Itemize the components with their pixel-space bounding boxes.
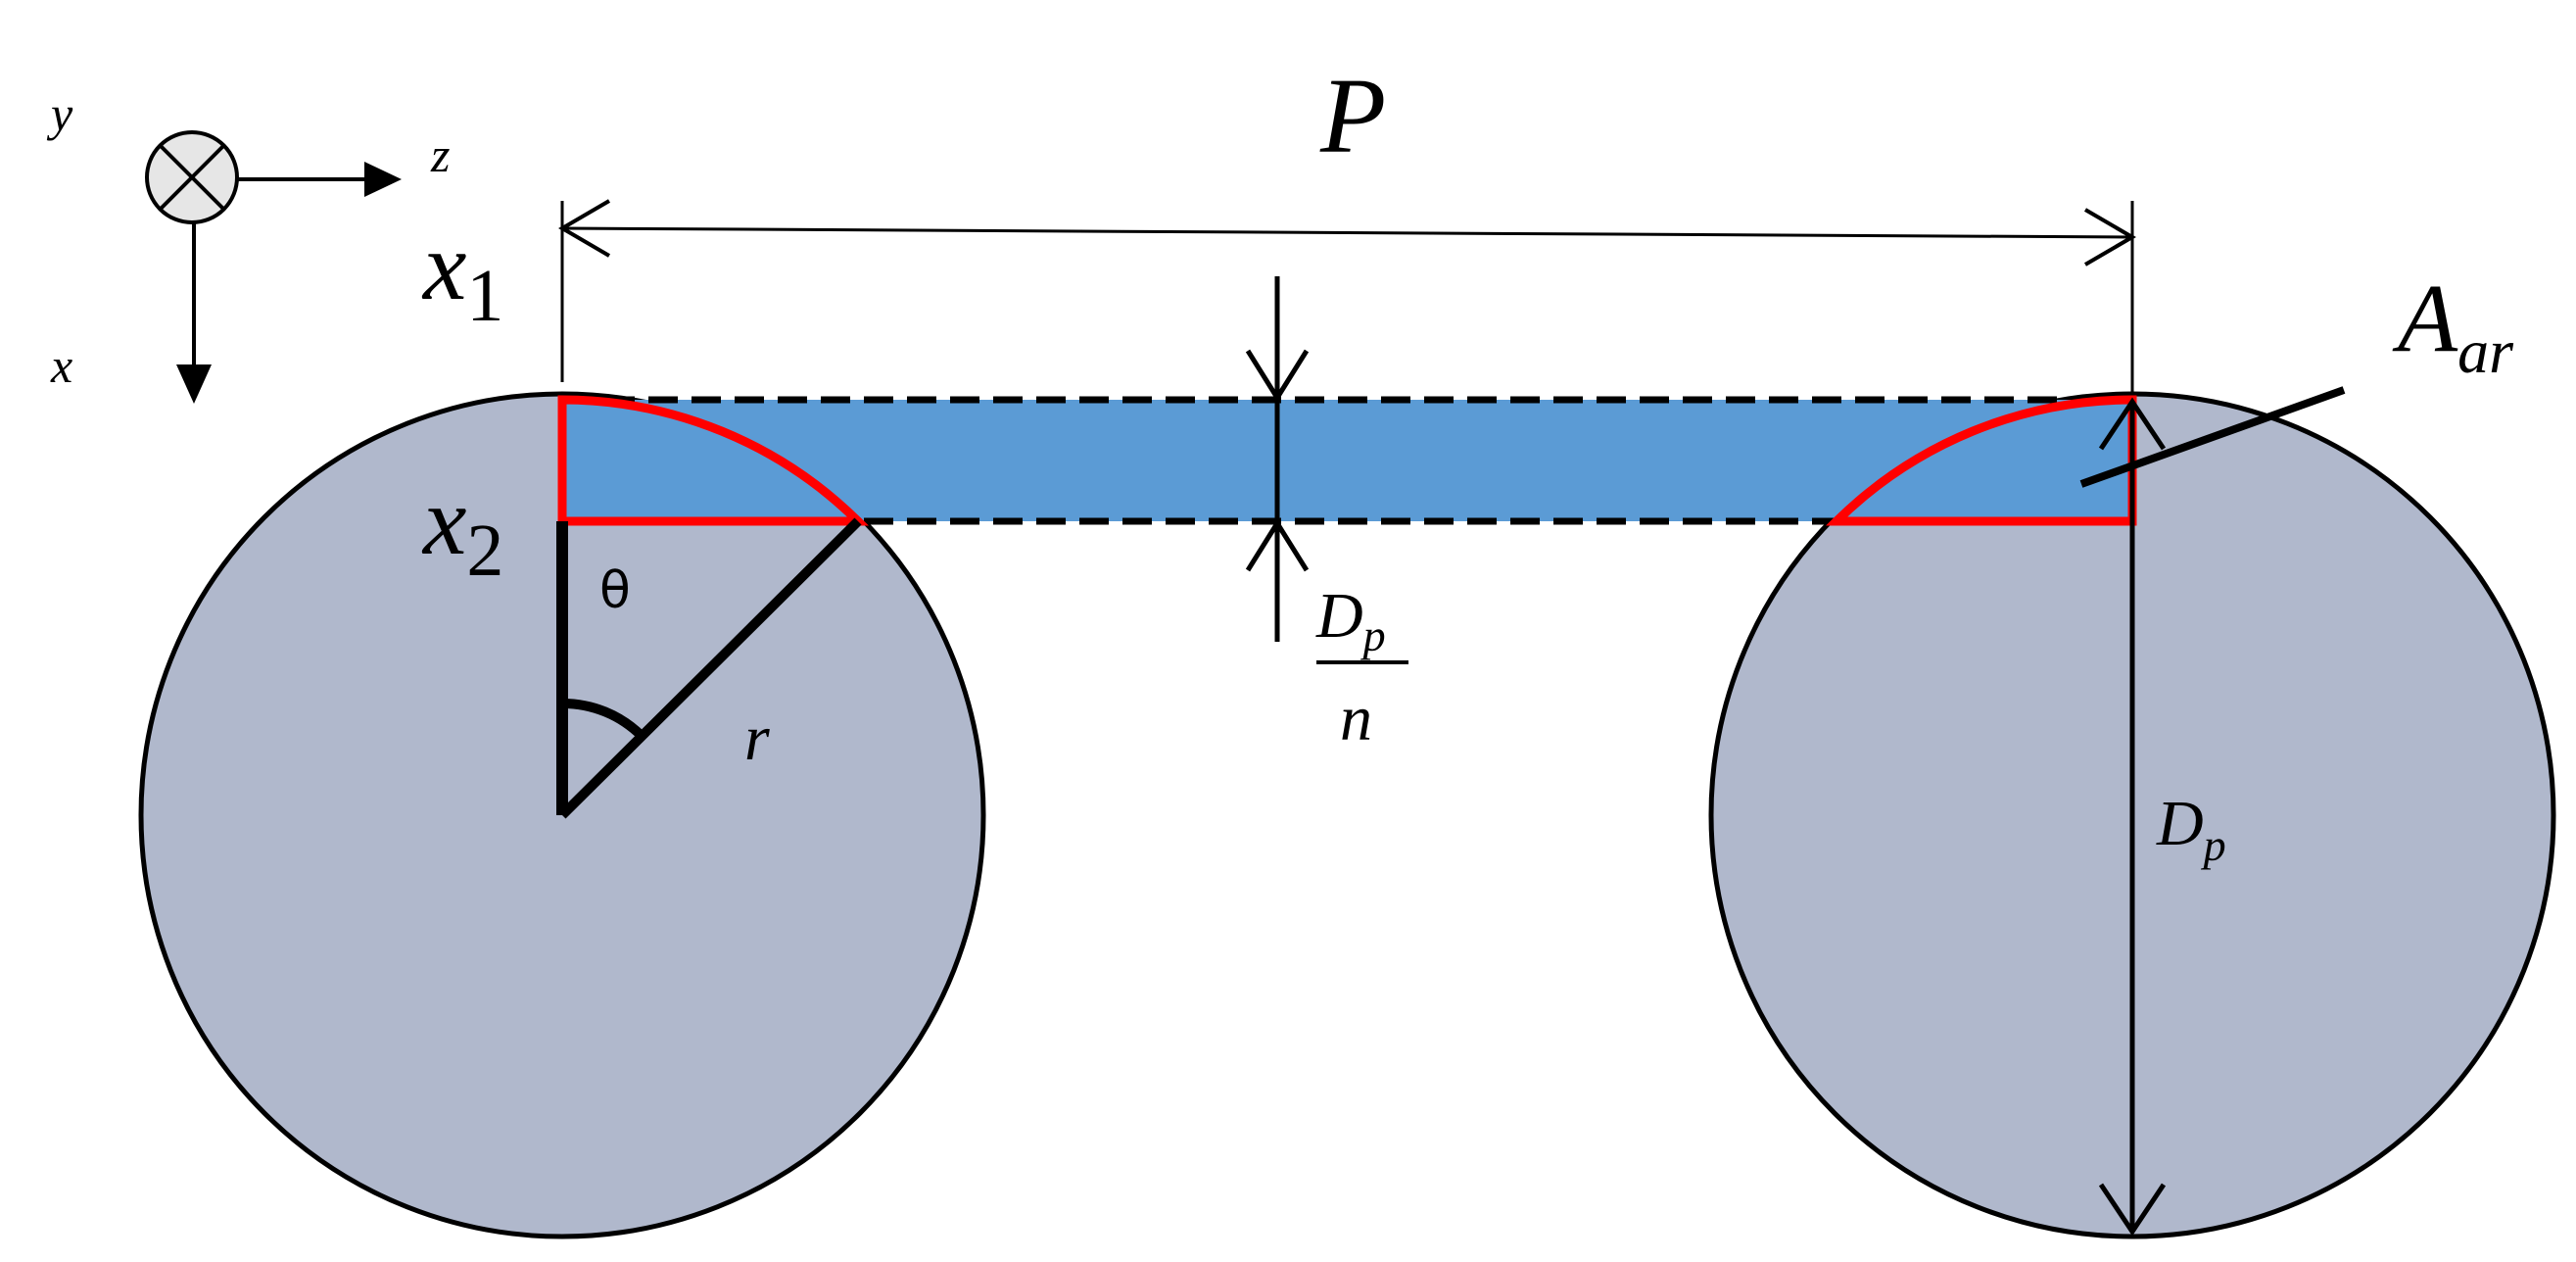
gap-top-arrowhead [1245, 349, 1310, 403]
gap-bottom-arrowhead [1245, 518, 1310, 572]
gap-denominator-label: n [1340, 683, 1372, 754]
pitch-label: P [1319, 56, 1386, 175]
x1-label: x1 [421, 212, 503, 337]
diameter-label: Dp [2156, 788, 2226, 870]
right-red-region [1826, 395, 2137, 526]
x2-label: x2 [421, 466, 503, 592]
gap-numerator-label: Dp [1315, 580, 1386, 660]
area-label: Aar [2392, 264, 2514, 386]
y-axis-cross-line-b [158, 143, 226, 212]
left-red-region [557, 395, 869, 526]
area-leader-line [2079, 386, 2346, 488]
x-axis-arrowhead [176, 364, 212, 404]
z-axis-arrowhead [364, 162, 402, 197]
pitch-dimension-line [561, 226, 2133, 239]
theta-arc [561, 698, 645, 740]
diameter-bottom-arrowhead [2098, 1183, 2167, 1237]
axis-label-z: z [430, 127, 450, 182]
axis-label-y: y [46, 86, 73, 141]
radius-label: r [744, 703, 770, 774]
blue-band [562, 400, 2132, 521]
axis-label-x: x [50, 338, 72, 393]
radius-line [558, 517, 862, 819]
pitch-left-arrowhead [558, 199, 611, 258]
theta-label: θ [599, 561, 631, 620]
diameter-top-arrowhead [2098, 397, 2167, 451]
pitch-right-arrowhead [2083, 208, 2136, 267]
